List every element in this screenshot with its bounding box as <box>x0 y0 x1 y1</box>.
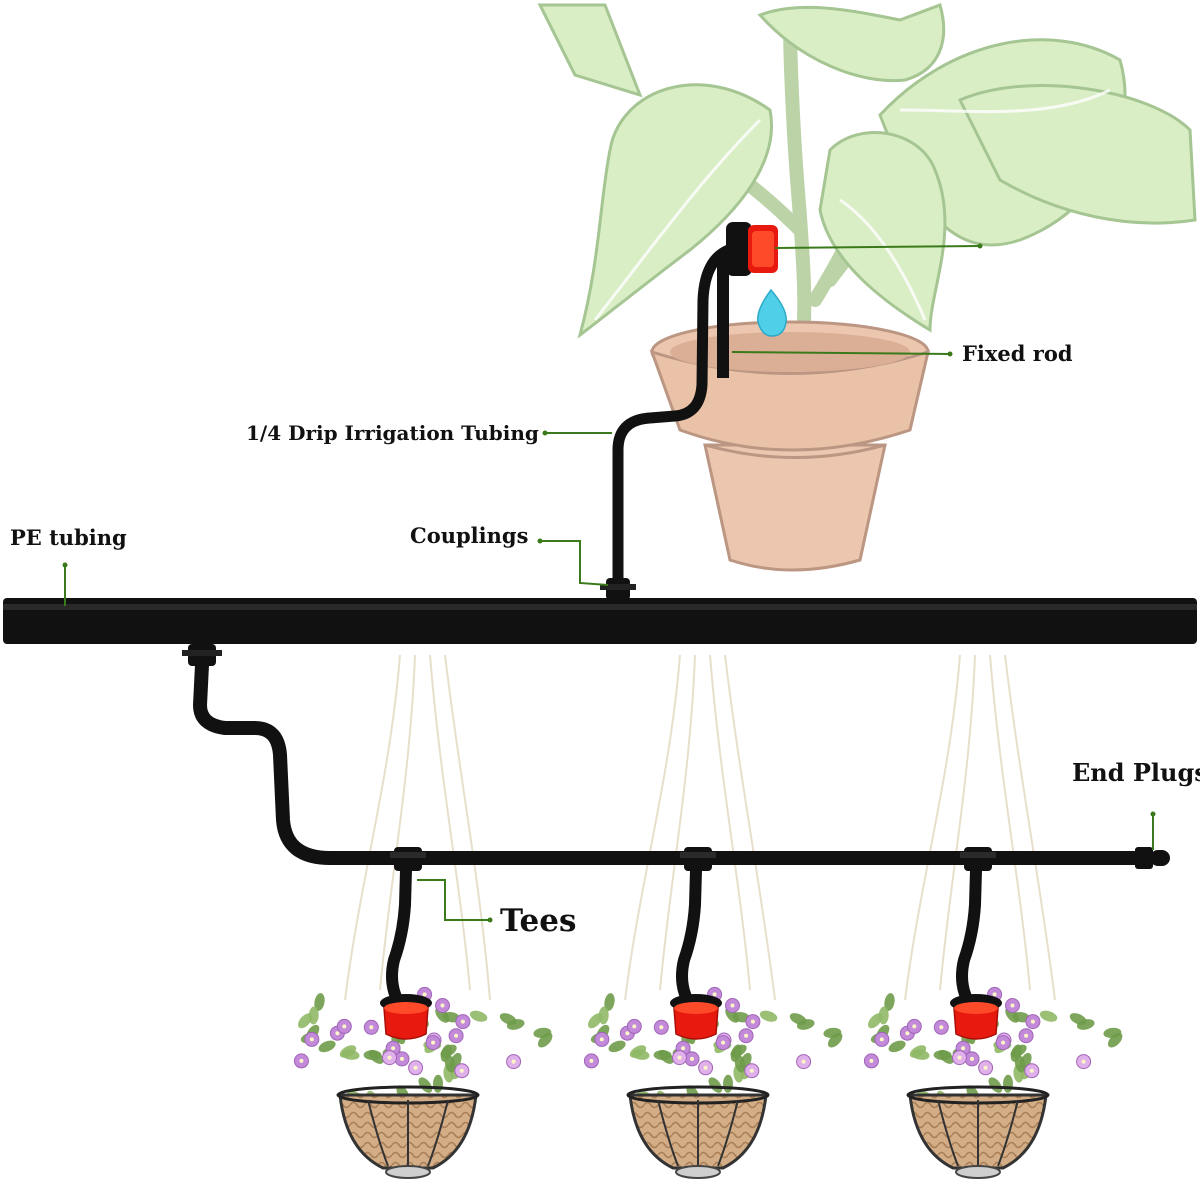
fixed-rod <box>717 258 729 378</box>
drop-tubing <box>676 869 702 1009</box>
red-adjustable-dripper <box>670 994 722 1040</box>
tees-group <box>380 847 1002 1040</box>
label-couplings: Couplings <box>410 523 528 548</box>
drop-tubing <box>386 869 412 1009</box>
basket-flowers <box>293 986 522 1079</box>
label-tees: Tees <box>500 903 576 939</box>
drip-tubing-to-pot <box>612 242 741 596</box>
label-drip-tubing: 1/4 Drip Irrigation Tubing <box>246 421 539 445</box>
branch-tubing <box>192 664 1150 865</box>
red-adjustable-dripper <box>380 994 432 1040</box>
tee-fitting <box>960 847 996 871</box>
red-adjustable-dripper <box>726 222 778 276</box>
drop-tubing <box>956 869 982 1009</box>
potted-plant-illustration <box>537 3 1197 572</box>
irrigation-tubing <box>3 222 1197 869</box>
tee-fitting <box>390 847 426 871</box>
end-plug <box>1135 847 1170 869</box>
label-fixed-rod: Fixed rod <box>962 341 1073 366</box>
label-end-plugs: End Plugs <box>1072 758 1200 787</box>
label-pe-tubing: PE tubing <box>10 525 127 550</box>
tee-fitting <box>680 847 716 871</box>
mist-spray <box>344 654 1056 1001</box>
plant-leaves <box>537 3 1197 339</box>
flower-pot <box>649 320 931 572</box>
red-adjustable-dripper <box>950 994 1002 1040</box>
leader-lines <box>64 245 1154 921</box>
hanging-flower-basket <box>293 986 553 1179</box>
water-drop <box>757 288 787 337</box>
leader-dots <box>62 243 1156 923</box>
